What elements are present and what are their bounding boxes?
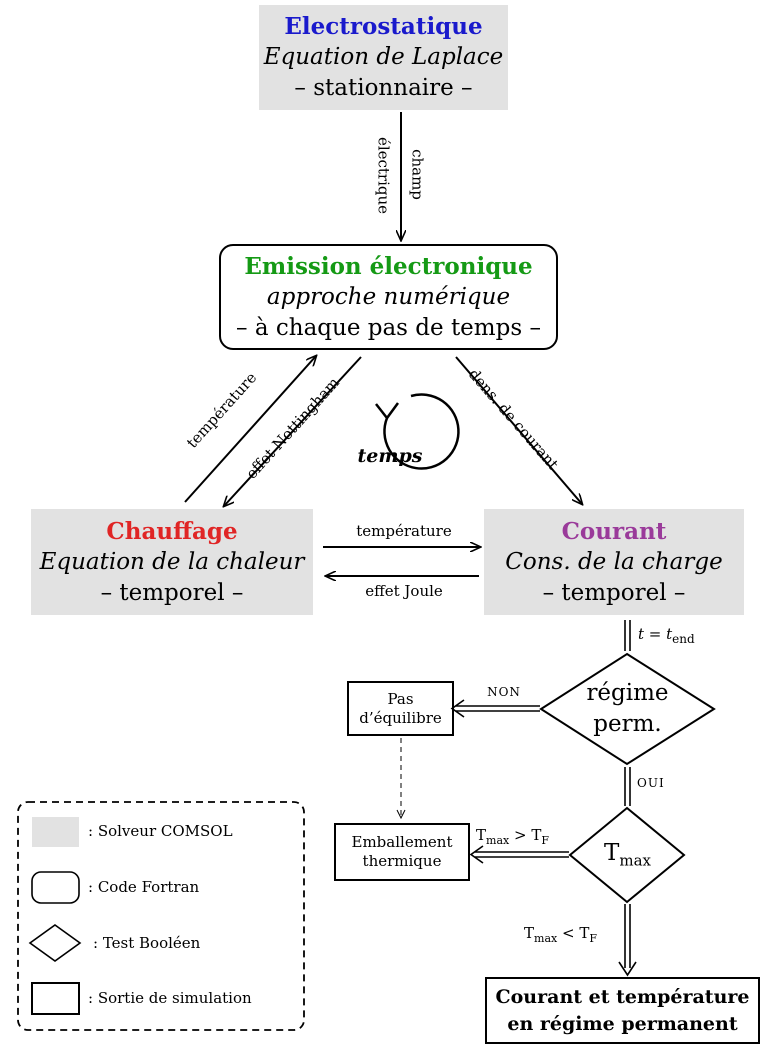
emission-mode: – à chaque pas de temps – bbox=[236, 314, 541, 341]
gt-arrowhead bbox=[469, 845, 484, 864]
electrostatique-subtitle: Equation de Laplace bbox=[263, 44, 504, 70]
end-condition-eq: = bbox=[644, 625, 667, 643]
courant-subtitle: Cons. de la charge bbox=[505, 548, 723, 575]
arrow-emission-to-courant bbox=[455, 356, 582, 504]
electrostatique-box: Electrostatique Equation de Laplace – st… bbox=[259, 5, 508, 110]
emballement-line2: thermique bbox=[362, 852, 442, 870]
label-oui: OUI bbox=[637, 776, 665, 790]
decision-regime-text: régime perm. bbox=[560, 677, 695, 741]
emballement-line1: Emballement bbox=[351, 833, 453, 851]
legend-frame bbox=[17, 801, 305, 1031]
cycle-arrowhead bbox=[375, 402, 400, 421]
label-electrique: électrique bbox=[374, 136, 393, 215]
courant-box: Courant Cons. de la charge – temporel – bbox=[484, 509, 744, 615]
emission-subtitle: approche numérique bbox=[266, 283, 511, 310]
arrow-emission-to-chauffage bbox=[224, 356, 362, 506]
legend-output-swatch bbox=[31, 982, 80, 1015]
end-condition: t = tend bbox=[638, 625, 728, 649]
chauffage-subtitle: Equation de la chaleur bbox=[39, 548, 305, 575]
final-output-box: Courant et température en régime permane… bbox=[485, 977, 760, 1044]
label-non: NON bbox=[487, 685, 521, 699]
label-tmax-lt: Tmax < TF bbox=[524, 924, 624, 948]
time-loop-label: temps bbox=[357, 445, 423, 467]
label-effet-joule: effet Joule bbox=[365, 582, 443, 600]
label-tmax-gt: Tmax > TF bbox=[476, 826, 576, 850]
label-tmax-lt-T: T bbox=[524, 924, 535, 942]
end-condition-sub: end bbox=[672, 632, 695, 646]
emission-title: Emission électronique bbox=[244, 252, 533, 280]
pas-equilibre-line2: d’équilibre bbox=[359, 708, 442, 727]
electrostatique-mode: – stationnaire – bbox=[294, 75, 473, 101]
chauffage-box: Chauffage Equation de la chaleur – tempo… bbox=[31, 509, 313, 615]
chauffage-mode: – temporel – bbox=[100, 579, 244, 606]
label-tmax-gt-T: T bbox=[476, 826, 487, 844]
pas-equilibre-box: Pas d’équilibre bbox=[347, 681, 454, 736]
decision-regime-line2: perm. bbox=[593, 711, 662, 737]
label-tmax-lt-op: < bbox=[557, 924, 580, 942]
decision-regime-line1: régime bbox=[586, 680, 669, 706]
end-condition-var2: t bbox=[666, 625, 673, 643]
label-tmax-lt-sub: max bbox=[534, 932, 558, 945]
label-tmax-gt-sub2: F bbox=[541, 834, 549, 847]
legend-output-label: : Sortie de simulation bbox=[88, 989, 252, 1007]
end-condition-var: t bbox=[638, 625, 645, 643]
pas-equilibre-line1: Pas bbox=[387, 689, 414, 708]
emballement-box: Emballement thermique bbox=[334, 823, 470, 881]
final-line1: Courant et température bbox=[495, 985, 750, 1008]
arrow-chauffage-to-emission bbox=[184, 356, 316, 503]
legend-boolean-label: : Test Booléen bbox=[93, 934, 201, 952]
lt-arrowhead bbox=[618, 961, 637, 977]
cycle-arrow-icon bbox=[383, 393, 460, 470]
legend-fortran-swatch bbox=[31, 871, 80, 904]
label-champ: champ bbox=[408, 149, 427, 200]
courant-mode: – temporel – bbox=[542, 579, 686, 606]
legend-solver-swatch bbox=[32, 817, 79, 847]
decision-regime-diamond bbox=[539, 652, 716, 766]
label-tmax-lt-T2: T bbox=[579, 924, 590, 942]
label-tmax-lt-sub2: F bbox=[589, 932, 597, 945]
dashed-arrowhead bbox=[396, 809, 406, 820]
decision-tmax-sub: max bbox=[619, 851, 651, 870]
label-tmax-gt-op: > bbox=[509, 826, 532, 844]
legend-fortran-label: : Code Fortran bbox=[88, 878, 200, 896]
decision-tmax-T: T bbox=[604, 840, 620, 866]
decision-tmax-diamond bbox=[568, 806, 686, 904]
decision-tmax-text: Tmax bbox=[585, 838, 670, 877]
emission-box: Emission électronique approche numérique… bbox=[219, 244, 558, 350]
legend-boolean-swatch bbox=[28, 924, 82, 962]
chauffage-title: Chauffage bbox=[106, 517, 238, 545]
courant-title: Courant bbox=[561, 517, 667, 545]
label-temperature-forward: température bbox=[356, 522, 452, 540]
legend-solver-label: : Solveur COMSOL bbox=[88, 822, 233, 840]
final-line2: en régime permanent bbox=[507, 1012, 738, 1035]
label-tmax-gt-sub: max bbox=[486, 834, 510, 847]
electrostatique-title: Electrostatique bbox=[284, 13, 483, 40]
label-tmax-gt-T2: T bbox=[531, 826, 542, 844]
